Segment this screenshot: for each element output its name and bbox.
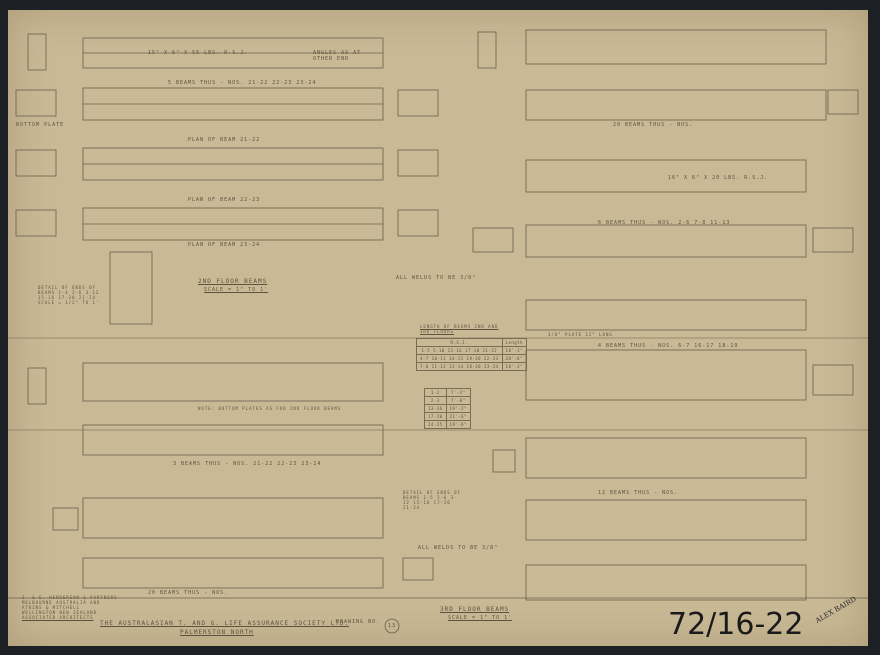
- drawing-no: 13: [388, 623, 397, 629]
- note-beams-6: 6 Beams Thus - Nos. 2-6 7-8 11-13: [598, 220, 731, 226]
- note-detail-ends-2: Detail of ends of beams 1-5 2-6 3-12 15-…: [403, 490, 461, 510]
- note-beams-20-bottom: 20 Beams Thus - Nos.: [148, 590, 229, 596]
- note-beams-5: 5 Beams Thus - Nos. 21-22 22-23 23-24: [168, 80, 317, 86]
- architects-block: J. & E. Henderson & Partners Melbourne A…: [22, 595, 117, 620]
- note-all-welds: All welds to be 3/8": [396, 275, 477, 281]
- note-angles: Angles as at other end: [313, 50, 362, 62]
- client-title: The Australasian T. and G. Life Assuranc…: [100, 620, 350, 627]
- cell: 13-16: [424, 404, 447, 413]
- architect-line: Melbourne Australia and: [22, 600, 101, 605]
- cell: 19'-2": [445, 404, 472, 413]
- second-floor-title: 2nd Floor Beams: [198, 278, 268, 285]
- cell: 18'-1": [501, 346, 527, 355]
- note-plan-23-24: Plan of Beam 23-24: [188, 242, 261, 248]
- cell: 7'-6": [445, 396, 472, 405]
- note-detail-ends: Detail of ends of beams 1-4 2-6 3-12 15-…: [38, 285, 100, 305]
- architect-line: Atkins & Mitchell: [22, 605, 80, 610]
- beam-elevation-bottom-left: [27, 362, 516, 589]
- note-beams-12: 12 Beams Thus - Nos.: [598, 490, 679, 496]
- architect-line: J. & E. Henderson & Partners: [22, 595, 118, 600]
- third-floor-scale: Scale = 1" to 1': [448, 615, 513, 621]
- cell: 4-7 10-11 14-15 19-20 22-23: [416, 354, 503, 363]
- second-floor-scale: Scale = 1" to 1': [204, 287, 269, 293]
- beam-elevation-top-left: [15, 33, 439, 325]
- architect-line: Wellington New Zealand: [22, 610, 97, 615]
- third-floor-title: 3rd Floor Beams: [440, 606, 510, 613]
- architect-line: Associated Architects: [22, 615, 94, 620]
- note-rsj-top: 15" x 6" x 55 lbs. R.S.J.: [148, 50, 249, 56]
- note-beams-20-top: 20 Beams Thus - Nos.: [613, 122, 694, 128]
- note-beams-4: 4 Beams Thus - Nos. 6-7 16-17 18-19: [598, 343, 739, 349]
- cell: 7'-2": [445, 388, 472, 397]
- cell: 21'-6": [445, 412, 472, 421]
- cell: 17-20: [424, 412, 447, 421]
- length-table-title: Length of Beams 2nd and 3rd Floors: [420, 324, 499, 334]
- beam-drawings: [8, 29, 868, 634]
- cell: 1-2: [424, 388, 447, 397]
- cell: 7-8 11-12 13-14 18-20 23-24: [416, 362, 503, 371]
- header: Length: [501, 338, 527, 347]
- note-all-welds-2: All welds to be 3/8": [418, 545, 499, 551]
- header: R.S.J.: [416, 338, 503, 347]
- note-plate: 3/8" Plate 12" long: [548, 332, 613, 337]
- note-plan-22-23: Plan of Beam 22-23: [188, 197, 261, 203]
- cell: 24-25: [424, 420, 447, 429]
- cell: 20'-6": [501, 354, 527, 363]
- drawing-no-label: Drawing No.: [336, 619, 381, 625]
- note-rsj-mid: 16" x 6" x 20 lbs. R.S.J.: [668, 175, 769, 181]
- location-title: Palmerston North: [180, 629, 254, 636]
- cell: 1-5 5-10 15-16 17-18 21-22: [416, 346, 503, 355]
- note-bottom-plate: Bottom Plate: [16, 122, 65, 128]
- drawing-sheet: 2nd Floor Beams Scale = 1" to 1' 3rd Flo…: [8, 10, 868, 646]
- note-plan-21-22: Plan of Beam 21-22: [188, 137, 261, 143]
- beam-elevation-right: [472, 29, 859, 601]
- archive-reference: 72/16-22: [668, 607, 804, 642]
- cell: 2-3: [424, 396, 447, 405]
- cell: 18'-3": [501, 362, 527, 371]
- note-bottom-plates: Note: Bottom plates as for 2nd floor bea…: [198, 406, 342, 411]
- note-beams-3: 3 Beams Thus - Nos. 21-22 22-23 23-24: [173, 461, 322, 467]
- cell: 19'-6": [445, 420, 472, 429]
